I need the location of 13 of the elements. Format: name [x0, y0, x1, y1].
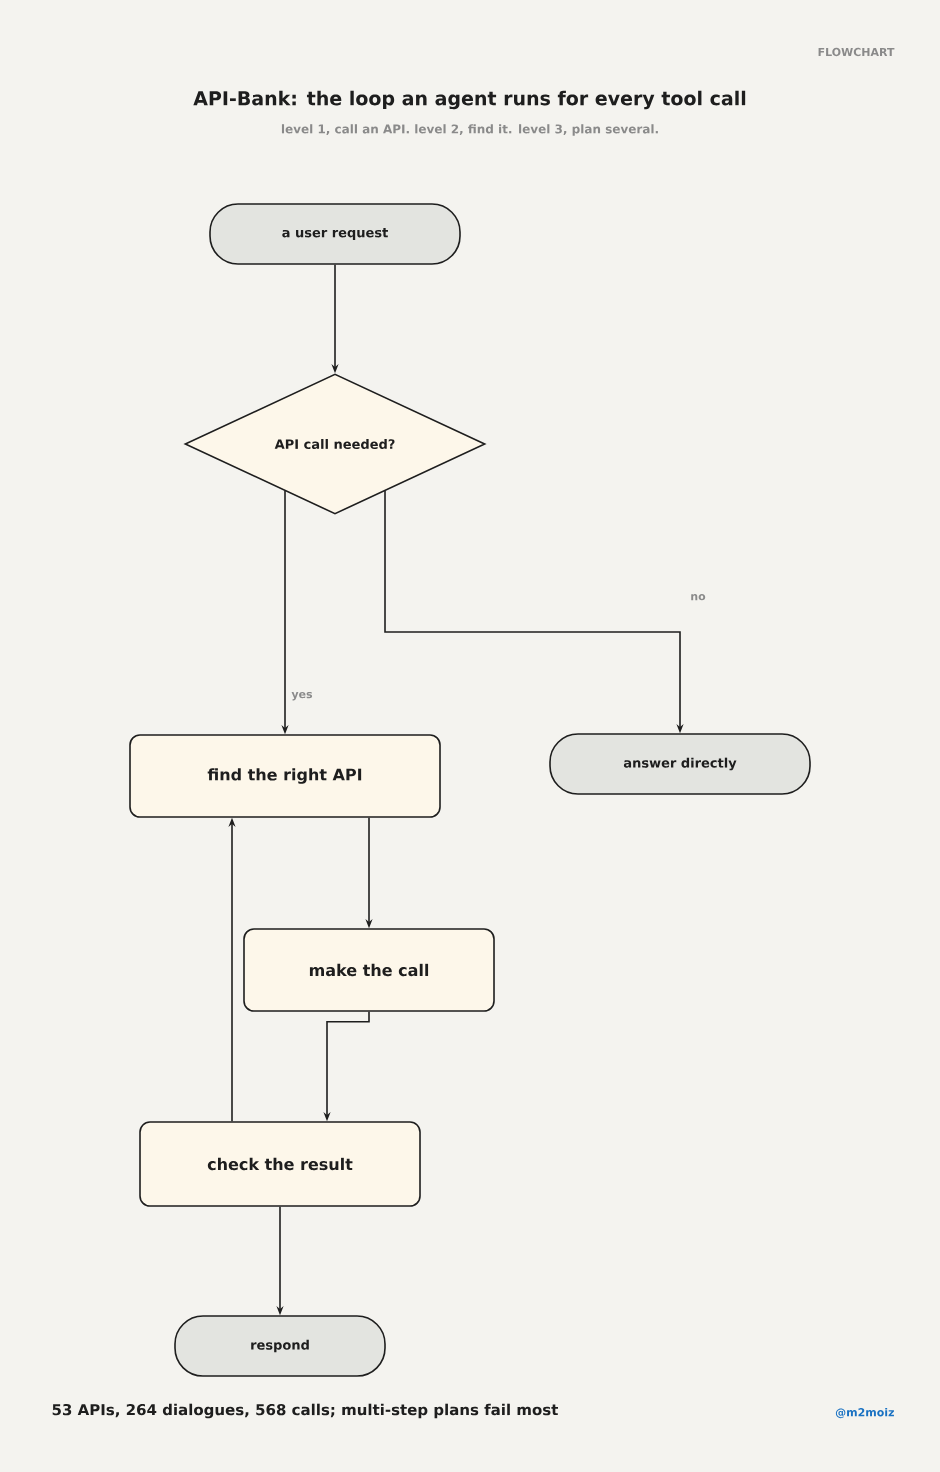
title: API-Bank: the loop an agent runs for every tool call: [193, 90, 746, 110]
terminal-pill: respond: [174, 1315, 386, 1377]
terminal-pill: answer directly: [549, 733, 811, 795]
footer-note: 53 APIs, 264 dialogues, 568 calls; multi-step plans fail most: [52, 1403, 558, 1419]
terminal-pill: a user request: [209, 203, 461, 265]
corner-label: FLOWCHART: [818, 47, 895, 57]
process-box: find the right API: [129, 734, 441, 818]
process-box: make the call: [243, 928, 495, 1012]
subtitle: level 1, call an API. level 2, find it. level 3, plan several.: [281, 124, 658, 136]
edge-label: yes: [290, 690, 314, 702]
edge-label: no: [689, 593, 707, 602]
author-handle: @m2moiz: [835, 1407, 894, 1419]
process-box: check the result: [139, 1121, 421, 1207]
